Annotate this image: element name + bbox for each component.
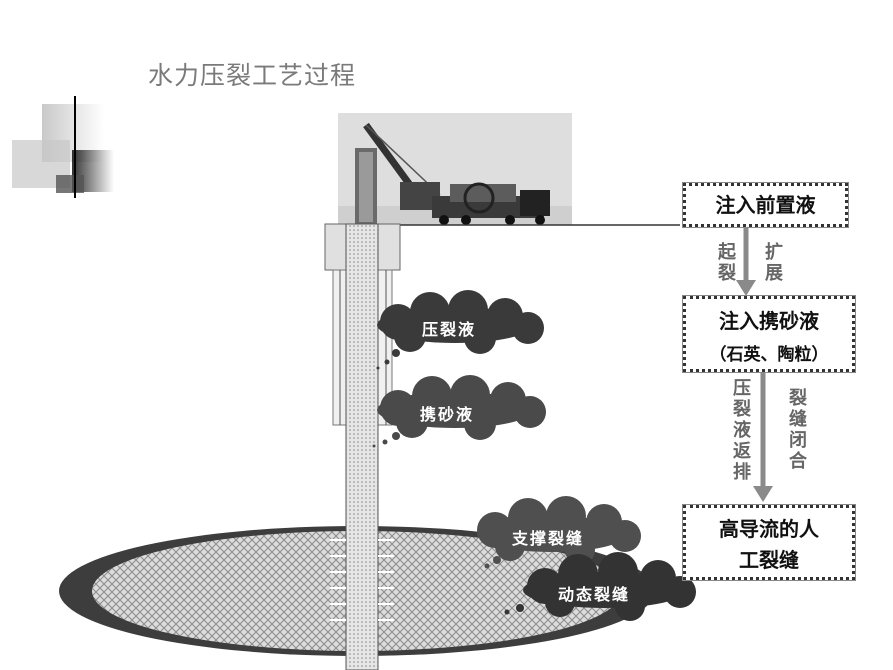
flow-arrow-2 [753, 373, 773, 502]
arrow2-right-label: 裂缝闭合 [789, 388, 807, 472]
corner-decoration [12, 96, 890, 198]
arrow1-right-label: 扩展 [765, 242, 783, 284]
step-label-fracture-line2: 工裂缝 [739, 548, 799, 572]
step-box-fracture: 高导流的人 工裂缝 [682, 504, 856, 581]
step-sublabel-proppant: （石英、陶粒） [709, 345, 829, 365]
wellbore [324, 223, 401, 670]
page-title: 水力压裂工艺过程 [148, 61, 357, 90]
perforations [330, 539, 394, 621]
cloud-label-fracturing-fluid: 压裂液 [422, 320, 477, 339]
flow-arrow-1 [736, 228, 756, 296]
cloud-label-dynamic-fracture: 动态裂缝 [558, 585, 631, 604]
cloud-label-sand-fluid: 携砂液 [420, 405, 475, 424]
step-box-sand-fluid: 注入携砂液 （石英、陶粒） [682, 295, 856, 373]
cloud-label-propped-fracture: 支撑裂缝 [512, 529, 585, 548]
cloud-sand-fluid [372, 375, 546, 448]
surface-equipment [338, 113, 680, 226]
cloud-fracturing-fluid [376, 290, 544, 370]
arrow2-left-label: 压裂液返排 [733, 378, 751, 483]
cloud-dynamic-fracture [504, 552, 696, 621]
step-label-fracture-line1: 高导流的人 [719, 517, 819, 541]
step-box-prepad: 注入前置液 [682, 182, 849, 228]
step-label-sand-fluid: 注入携砂液 [719, 309, 819, 333]
step-label-prepad: 注入前置液 [715, 193, 816, 217]
arrow1-left-label: 起裂 [718, 242, 736, 284]
